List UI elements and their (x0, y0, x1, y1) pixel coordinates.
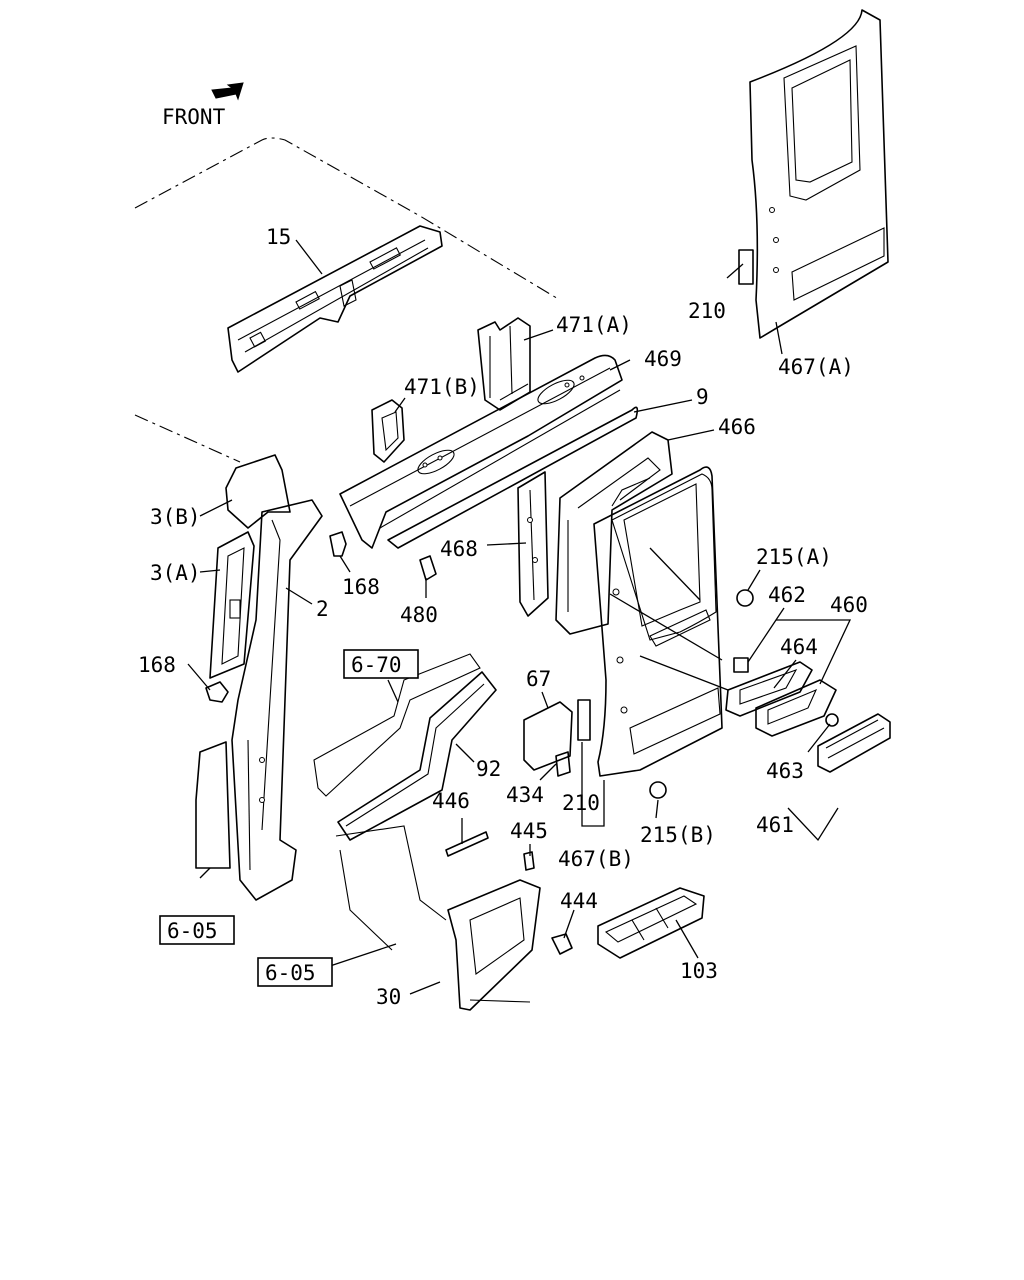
ref-box-6-05-bottom (257, 957, 333, 987)
callout-471b: 471(B) (404, 375, 480, 399)
ref-6-05-left: 6-05 (167, 919, 218, 943)
clip-462-part (733, 657, 749, 673)
callout-468: 468 (440, 537, 478, 561)
roof-rail-part (227, 225, 443, 373)
callout-210-top: 210 (688, 299, 726, 323)
callout-464: 464 (780, 635, 818, 659)
pillar-trim-3a-part (209, 531, 255, 679)
drip-strip-part (387, 406, 639, 549)
callout-480: 480 (400, 603, 438, 627)
rocker-outline-2 (339, 849, 393, 951)
clip-434-part (555, 751, 571, 777)
floor-rail-92-part (337, 671, 497, 841)
screw-463-part (825, 713, 839, 727)
rear-quarter-panel-part (593, 466, 723, 777)
clip-445-part (523, 851, 535, 871)
bracket-471b-part (371, 399, 405, 463)
step-103-part (597, 887, 705, 959)
callout-168-left: 168 (138, 653, 176, 677)
rear-inner-panel-part (555, 431, 673, 635)
callout-215a: 215(A) (756, 545, 832, 569)
bolt-444-part (551, 933, 573, 955)
ref-box-6-70 (343, 649, 419, 679)
front-arrow-icon (211, 82, 244, 101)
rail-6-70-outline (313, 653, 481, 797)
grommet-215b-part (649, 781, 667, 799)
roof-side-panel-part (339, 354, 623, 549)
ref-6-05-bottom: 6-05 (265, 961, 316, 985)
plate-210-top-part (738, 249, 754, 285)
callout-2: 2 (316, 597, 329, 621)
callout-210-mid: 210 (562, 791, 600, 815)
ref-6-70: 6-70 (351, 653, 402, 677)
lower-left-panel-part (195, 741, 231, 869)
callout-460: 460 (830, 593, 868, 617)
pillar-dash (134, 414, 241, 463)
ref-box-6-05-left (159, 915, 235, 945)
lamp-461-part (817, 713, 891, 773)
callout-466: 466 (718, 415, 756, 439)
bolt-168-top-part (329, 531, 347, 557)
callout-3a: 3(A) (150, 561, 201, 585)
callout-67: 67 (526, 667, 551, 691)
plate-210-mid-part (577, 699, 591, 741)
front-label: FRONT (162, 105, 226, 129)
callout-434: 434 (506, 783, 544, 807)
callout-469: 469 (644, 347, 682, 371)
roof-outline (134, 137, 561, 301)
callout-215b: 215(B) (640, 823, 716, 847)
step-housing-30-part (447, 879, 541, 1011)
pillar-gusset-3b-part (225, 454, 291, 529)
bracket-471a-part (477, 317, 531, 411)
callout-463: 463 (766, 759, 804, 783)
callout-461: 461 (756, 813, 794, 837)
callout-462: 462 (768, 583, 806, 607)
gasket-464-part (725, 661, 813, 717)
callout-444: 444 (560, 889, 598, 913)
bolt-168-left-part (205, 681, 229, 703)
callout-446: 446 (432, 789, 470, 813)
bracket-67-part (523, 701, 573, 771)
callout-471a: 471(A) (556, 313, 632, 337)
callout-103: 103 (680, 959, 718, 983)
gasket-460-part (755, 679, 837, 737)
callout-467a: 467(A) (778, 355, 854, 379)
rocker-outline (335, 825, 447, 921)
callout-92: 92 (476, 757, 501, 781)
cab-side-panel-part (749, 9, 889, 339)
callout-445: 445 (510, 819, 548, 843)
grommet-215a-part (736, 589, 754, 607)
callout-9: 9 (696, 385, 709, 409)
callout-168-top: 168 (342, 575, 380, 599)
center-pillar-part (231, 499, 323, 901)
strip-446-part (445, 831, 489, 857)
callout-30: 30 (376, 985, 401, 1009)
leader-lines (187, 239, 852, 995)
clip-480-part (419, 555, 437, 581)
callout-15: 15 (266, 225, 291, 249)
callout-467b: 467(B) (558, 847, 634, 871)
pillar-reinforcement-part (517, 471, 549, 617)
callout-3b: 3(B) (150, 505, 201, 529)
